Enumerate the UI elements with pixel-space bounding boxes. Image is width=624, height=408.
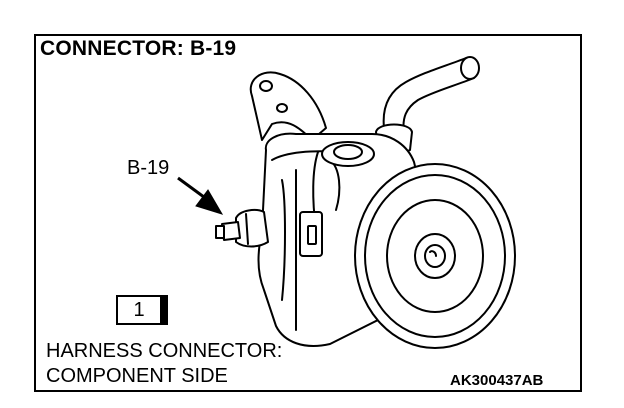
connector-pin-number: 1 [133,299,145,321]
figure-code: AK300437AB [450,372,544,389]
bracket-hole-top [259,80,273,92]
callout-label: B-19 [127,157,170,179]
page-title: CONNECTOR: B-19 [40,37,237,60]
caption-line-1: HARNESS CONNECTOR: [46,340,283,362]
callout-arrow [177,176,224,215]
caption-line-2: COMPONENT SIDE [46,365,228,387]
inlet-pipe-opening [460,56,480,80]
connector-pin-box: 1 [116,295,168,325]
connector-b19-housing [235,209,269,248]
bracket-hole-mid [276,103,288,113]
